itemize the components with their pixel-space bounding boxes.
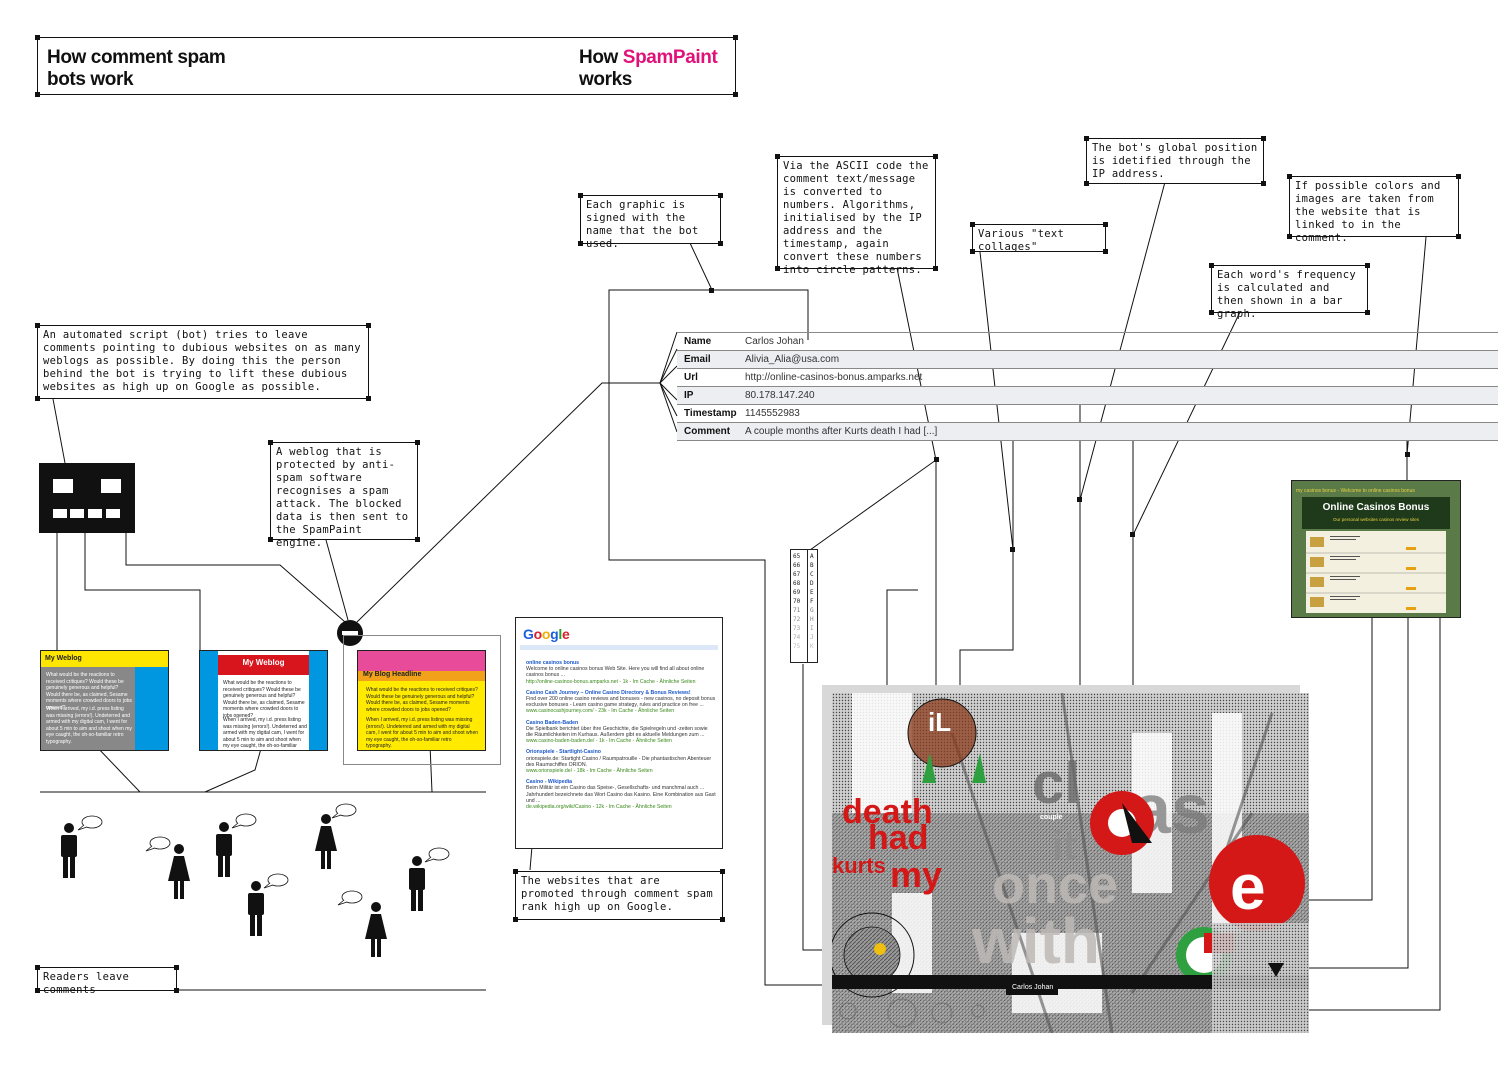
google-result: online casinos bonus Welcome to online c…	[526, 660, 705, 685]
google-results-panel: Google online casinos bonus Welcome to o…	[515, 617, 723, 849]
google-result: Casino Baden-Baden Die Spielbank bericht…	[526, 719, 708, 745]
google-result: Casino Cash Journey – Online Casino Dire…	[526, 689, 716, 715]
note-bot: An automated script (bot) tries to leave…	[35, 323, 371, 401]
artwork-signature: Carlos Johan	[1012, 984, 1053, 991]
artwork-word-death: death	[842, 793, 933, 831]
weblog-1: My Weblog What would be the reactions to…	[40, 650, 169, 751]
bot-robot-icon	[39, 463, 135, 533]
note-frequency: Each word's frequency is calculated and …	[1209, 263, 1370, 320]
google-logo: Google	[523, 626, 570, 642]
svg-text:cl: cl	[1032, 751, 1080, 816]
svg-text:it: it	[1052, 824, 1076, 868]
artwork-word-had: had	[868, 819, 928, 857]
readers-figures	[61, 803, 450, 957]
weblog-2-text: What would be the reactions to received …	[223, 680, 305, 719]
weblog-2-title: My Weblog	[242, 658, 285, 667]
spampaint-artwork: iL death had kurts my with once cl as it…	[832, 693, 1309, 1033]
note-signed: Each graphic is signed with the name tha…	[578, 193, 723, 250]
weblog-3-text: What would be the reactions to received …	[366, 687, 478, 713]
weblog-2: My Weblog What would be the reactions to…	[199, 650, 328, 751]
svg-text:e: e	[1230, 851, 1266, 923]
weblog-2-text2: When I arrived, my i.d. press listing wa…	[223, 717, 307, 750]
note-ip-position: The bot's global position is idetified t…	[1084, 136, 1266, 186]
note-collages: Various "text collages"	[970, 222, 1108, 254]
stop-sign-icon	[337, 620, 363, 646]
artwork-word-with: with	[971, 905, 1100, 977]
artwork-word-kurts: kurts	[832, 853, 886, 878]
casino-header: my casinos bonus - Welcome to online cas…	[1296, 488, 1415, 494]
note-ascii: Via the ASCII code the comment text/mess…	[775, 154, 938, 276]
weblog-3-title: My Blog Headline	[363, 671, 422, 678]
weblog-1-title: My Weblog	[45, 655, 82, 662]
header-box: How comment spam bots work How SpamPaint…	[35, 35, 738, 97]
note-google: The websites that are promoted through c…	[513, 869, 725, 922]
weblog-3-text2: When I arrived, my i.d. press listing wa…	[366, 717, 479, 749]
artwork-word-once: once	[992, 855, 1118, 915]
casino-website-thumbnail: my casinos bonus - Welcome to online cas…	[1291, 480, 1461, 618]
google-result-list: online casinos bonus Welcome to online c…	[526, 660, 716, 815]
weblog-1-text: What would be the reactions to received …	[46, 672, 132, 711]
note-readers: Readers leave comments	[35, 965, 179, 996]
google-result: Casino - Wikipedia Beim Militär ist ein …	[526, 779, 716, 811]
artwork-word-il: iL	[928, 707, 951, 737]
brand-name: SpamPaint	[622, 47, 718, 68]
right-title: How SpamPaint works	[579, 47, 718, 90]
weblog-3-frame	[343, 635, 501, 765]
casino-listing	[1306, 536, 1446, 610]
google-result: Orionspiele - Startlight-Casino orionspi…	[526, 749, 712, 775]
left-title: How comment spam bots work	[47, 47, 226, 90]
artwork-word-couple: couple	[1040, 814, 1063, 821]
weblog-3: My Blog Headline What would be the react…	[357, 650, 486, 751]
weblog-1-text2: When I arrived, my i.d. press listing wa…	[46, 706, 132, 745]
note-colors: If possible colors and images are taken …	[1287, 174, 1461, 244]
artwork-word-my: my	[890, 854, 942, 895]
casino-title: Online Casinos Bonus	[1322, 502, 1430, 513]
note-weblog-protected: A weblog that is protected by anti-spam …	[268, 440, 420, 549]
casino-subtitle: Our personal websites casinos review sit…	[1332, 517, 1420, 522]
